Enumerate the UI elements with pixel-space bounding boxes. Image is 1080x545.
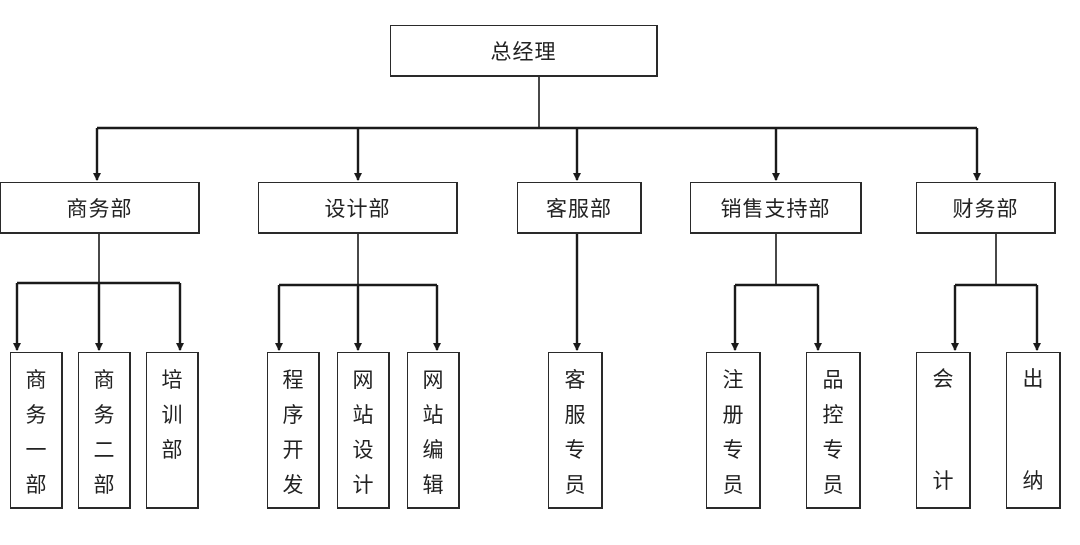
unit-label: 品控专员 [822, 368, 844, 497]
unit-node: 出纳 [1006, 352, 1061, 509]
unit-node: 商务二部 [78, 352, 131, 509]
dept-node-design: 设计部 [258, 182, 458, 234]
dept-label: 财务部 [952, 196, 1019, 221]
dept-node-business: 商务部 [0, 182, 200, 234]
unit-label: 培训部 [161, 368, 183, 462]
dept-label: 商务部 [66, 196, 133, 221]
unit-label: 注册专员 [722, 368, 744, 497]
unit-label: 网站编辑 [422, 368, 444, 497]
dept-label: 销售支持部 [720, 196, 831, 221]
dept-node-service: 客服部 [517, 182, 642, 234]
unit-label: 网站设计 [352, 368, 374, 497]
unit-label: 商务一部 [25, 368, 47, 497]
unit-node: 会计 [916, 352, 971, 509]
dept-label: 设计部 [324, 196, 391, 221]
dept-node-finance: 财务部 [916, 182, 1056, 234]
unit-label: 商务二部 [93, 368, 115, 497]
unit-label: 出纳 [1022, 367, 1044, 493]
unit-label: 客服专员 [564, 368, 586, 497]
unit-node: 网站设计 [337, 352, 390, 509]
unit-node: 品控专员 [806, 352, 861, 509]
unit-node: 培训部 [146, 352, 199, 509]
unit-label: 程序开发 [282, 368, 304, 497]
dept-node-sales-support: 销售支持部 [690, 182, 862, 234]
unit-node: 商务一部 [10, 352, 63, 509]
unit-node: 程序开发 [267, 352, 320, 509]
unit-label: 会计 [932, 367, 954, 493]
root-label: 总经理 [490, 39, 557, 64]
unit-node: 客服专员 [548, 352, 603, 509]
unit-node: 网站编辑 [407, 352, 460, 509]
root-node: 总经理 [390, 25, 658, 77]
dept-label: 客服部 [546, 196, 612, 221]
unit-node: 注册专员 [706, 352, 761, 509]
